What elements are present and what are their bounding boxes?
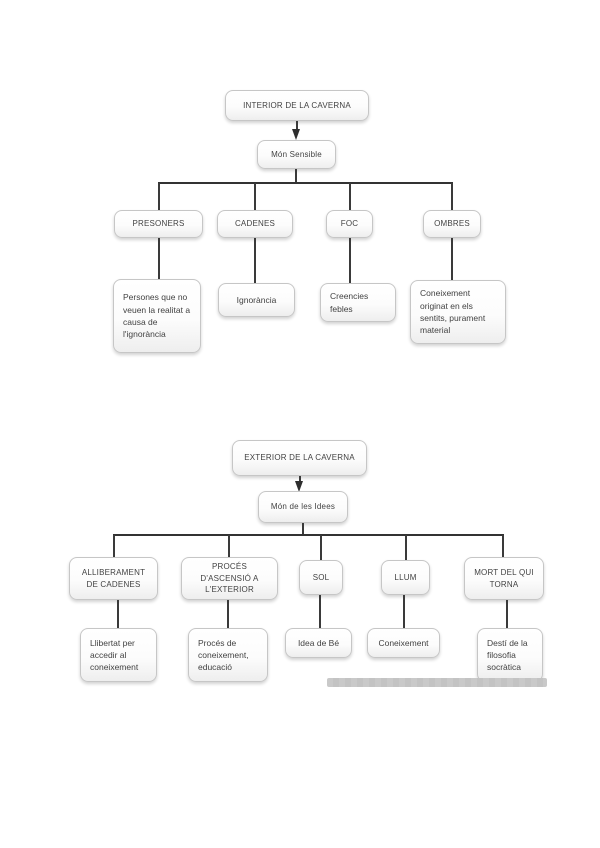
- connector-line: [320, 535, 322, 560]
- node-cadenes-detail: Ignorància: [218, 283, 295, 317]
- connector-line: [349, 183, 351, 210]
- connector-line: [302, 523, 304, 535]
- node-sol-detail: Idea de Bé: [285, 628, 352, 658]
- node-sol: SOL: [299, 560, 343, 595]
- connector-line: [451, 183, 453, 210]
- connector-line: [254, 183, 256, 210]
- node-llum-detail: Coneixement: [367, 628, 440, 658]
- connector-line: [227, 600, 229, 628]
- connector-line: [295, 169, 297, 183]
- connector-line: [506, 600, 508, 628]
- connector-line: [254, 238, 256, 283]
- connector-line: [158, 238, 160, 279]
- connector-line: [403, 595, 405, 628]
- connector-line: [405, 535, 407, 560]
- connector-line: [296, 121, 298, 131]
- node-proces-detail: Procés de coneixement, educació: [188, 628, 268, 682]
- node-llum: LLUM: [381, 560, 430, 595]
- connector-line: [228, 535, 230, 557]
- node-mort-del-qui-torna: MORT DEL QUI TORNA: [464, 557, 544, 600]
- connector-line: [158, 182, 453, 184]
- node-alliberament-cadenes: ALLIBERAMENT DE CADENES: [69, 557, 158, 600]
- node-cadenes: CADENES: [217, 210, 293, 238]
- arrow-down-icon: [292, 129, 300, 140]
- connector-line: [502, 535, 504, 557]
- node-foc: FOC: [326, 210, 373, 238]
- connector-line: [299, 476, 301, 483]
- connector-line: [113, 534, 504, 536]
- connector-line: [349, 238, 351, 283]
- node-mort-detail: Destí de la filosofia socràtica: [477, 628, 543, 682]
- node-alliberament-detail: Llibertat per accedir al coneixement: [80, 628, 157, 682]
- node-presoners-detail: Persones que no veuen la realitat a caus…: [113, 279, 201, 353]
- node-presoners: PRESONERS: [114, 210, 203, 238]
- node-ombres: OMBRES: [423, 210, 481, 238]
- node-proces-ascensio: PROCÉS D'ASCENSIÓ A L'EXTERIOR: [181, 557, 278, 600]
- node-foc-detail: Creencies febles: [320, 283, 396, 322]
- node-mon-sensible: Món Sensible: [257, 140, 336, 169]
- connector-line: [319, 595, 321, 628]
- arrow-down-icon: [295, 481, 303, 492]
- node-exterior-caverna: EXTERIOR DE LA CAVERNA: [232, 440, 367, 476]
- connector-line: [117, 600, 119, 628]
- horizontal-scrollbar[interactable]: [327, 678, 547, 687]
- node-interior-caverna: INTERIOR DE LA CAVERNA: [225, 90, 369, 121]
- connector-line: [158, 183, 160, 210]
- connector-line: [113, 535, 115, 557]
- node-mon-de-les-idees: Món de les Idees: [258, 491, 348, 523]
- node-ombres-detail: Coneixement originat en els sentits, pur…: [410, 280, 506, 344]
- connector-line: [451, 238, 453, 280]
